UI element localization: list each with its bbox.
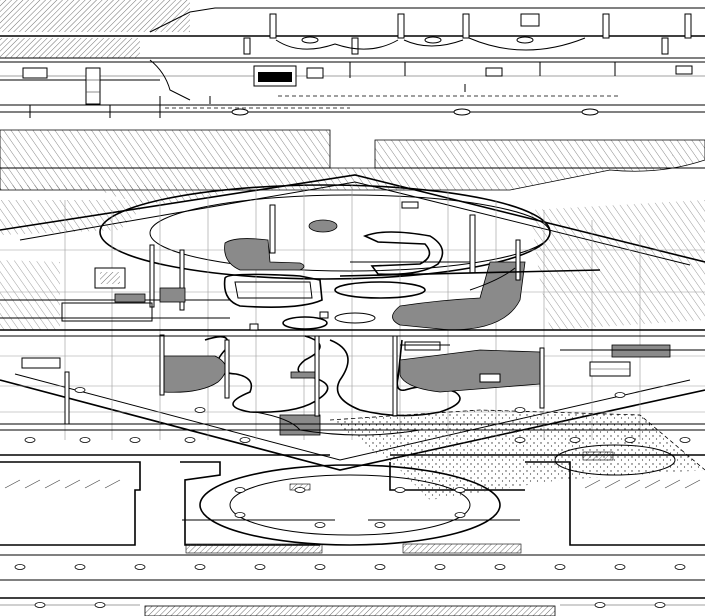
- grey-form-d: [392, 261, 526, 331]
- top-building-strip: [0, 0, 705, 118]
- top-columns: [243, 13, 692, 55]
- outline-form-c: [223, 273, 323, 308]
- lower-plaza: [0, 387, 705, 616]
- grey-form-e: [162, 355, 227, 393]
- hatched-ground-band: [0, 129, 705, 330]
- top-left-hatched-block: [0, 0, 190, 32]
- grey-form-a: [224, 238, 305, 271]
- edge-hatching: [4, 479, 701, 489]
- outline-form-b: [362, 231, 444, 276]
- stair-core: [85, 67, 101, 105]
- central-concourse: [0, 174, 705, 471]
- top-left-colonnade: [0, 38, 140, 58]
- bottom-blocks: [0, 461, 705, 616]
- lower-oval: [199, 464, 501, 546]
- column-dots: [14, 387, 691, 608]
